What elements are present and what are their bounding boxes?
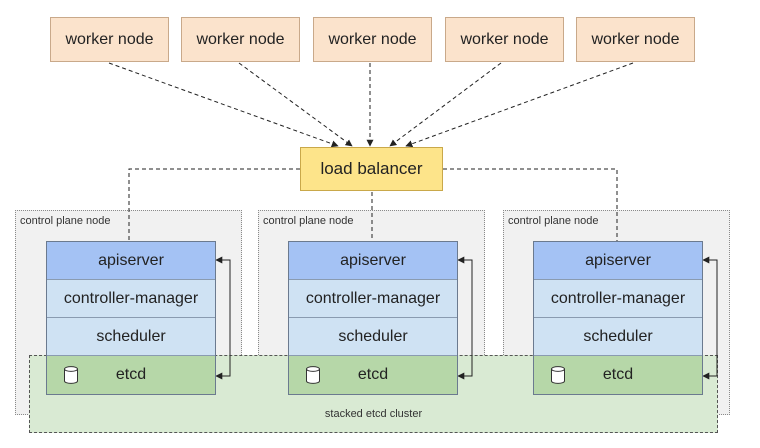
controller-manager-layer: controller-manager [47, 280, 215, 318]
apiserver-label: apiserver [98, 251, 164, 269]
load-balancer: load balancer [300, 147, 443, 191]
controller-manager-label: controller-manager [63, 289, 199, 307]
scheduler-label: scheduler [96, 327, 166, 345]
worker-node-label: worker node [460, 30, 549, 48]
apiserver-label: apiserver [585, 251, 651, 269]
apiserver-layer: apiserver [47, 242, 215, 280]
apiserver-layer: apiserver [534, 242, 702, 280]
database-icon [64, 366, 78, 384]
worker-node-4: worker node [445, 17, 564, 62]
worker-to-lb-arrows [108, 62, 634, 148]
database-icon [306, 366, 320, 384]
worker-node-label: worker node [328, 30, 417, 48]
database-icon [551, 366, 565, 384]
component-stack-2: apiserver controller-manager scheduler e… [288, 241, 458, 395]
control-plane-node-label: control plane node [263, 215, 354, 227]
controller-manager-label: controller-manager [305, 289, 441, 307]
worker-5-arrow [405, 62, 634, 148]
scheduler-label: scheduler [583, 327, 653, 345]
scheduler-layer: scheduler [534, 318, 702, 356]
control-plane-node-label: control plane node [508, 215, 599, 227]
worker-node-2: worker node [181, 17, 300, 62]
worker-node-label: worker node [65, 30, 154, 48]
apiserver-label: apiserver [340, 251, 406, 269]
etcd-cluster-label: stacked etcd cluster [324, 408, 423, 420]
etcd-label: etcd [115, 366, 147, 383]
etcd-label: etcd [602, 366, 634, 383]
apiserver-layer: apiserver [289, 242, 457, 280]
worker-node-1: worker node [50, 17, 169, 62]
component-stack-1: apiserver controller-manager scheduler e… [46, 241, 216, 395]
etcd-layer: etcd [289, 356, 457, 394]
scheduler-layer: scheduler [47, 318, 215, 356]
controller-manager-label: controller-manager [550, 289, 686, 307]
component-stack-3: apiserver controller-manager scheduler e… [533, 241, 703, 395]
worker-4-arrow [389, 62, 502, 147]
controller-manager-layer: controller-manager [289, 280, 457, 318]
etcd-label: etcd [357, 366, 389, 383]
scheduler-label: scheduler [338, 327, 408, 345]
etcd-layer: etcd [47, 356, 215, 394]
worker-1-arrow [108, 62, 339, 148]
worker-node-5: worker node [576, 17, 695, 62]
controller-manager-layer: controller-manager [534, 280, 702, 318]
worker-node-3: worker node [313, 17, 432, 62]
worker-node-label: worker node [591, 30, 680, 48]
worker-node-label: worker node [196, 30, 285, 48]
control-plane-node-label: control plane node [20, 215, 111, 227]
etcd-layer: etcd [534, 356, 702, 394]
scheduler-layer: scheduler [289, 318, 457, 356]
load-balancer-label: load balancer [320, 159, 423, 178]
worker-2-arrow [238, 62, 353, 147]
